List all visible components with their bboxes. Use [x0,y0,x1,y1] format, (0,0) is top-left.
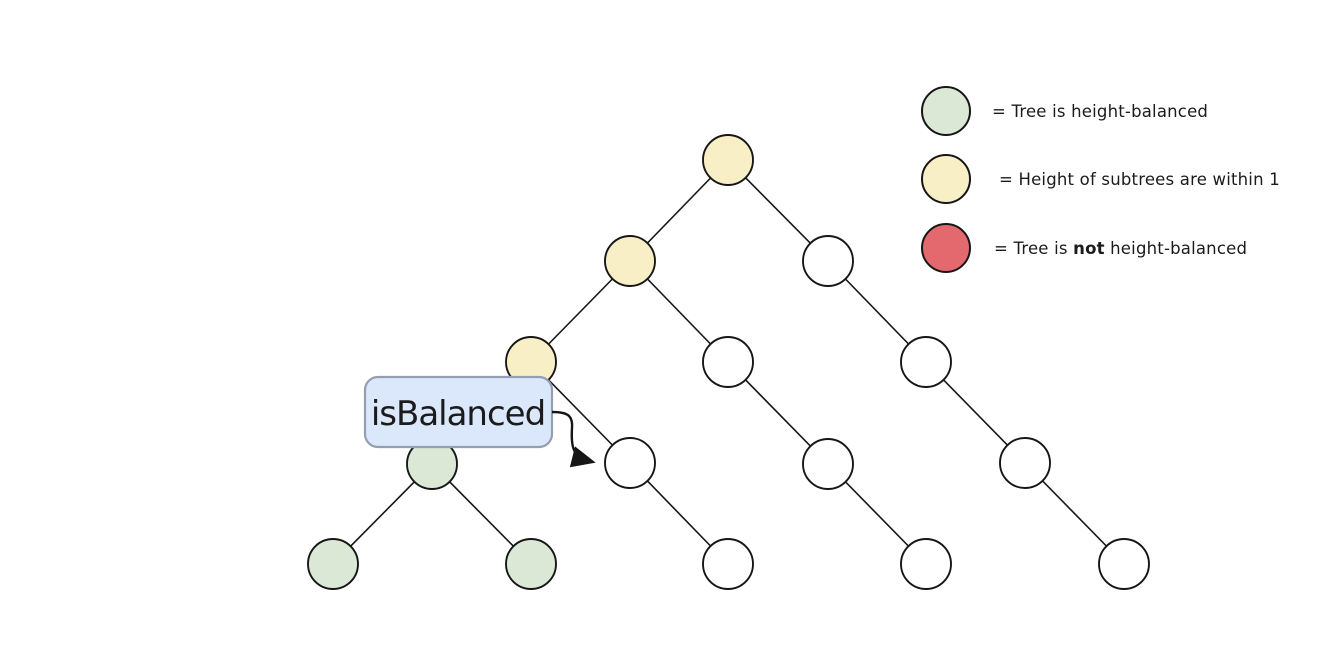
tree-node-unvisited [604,437,656,489]
tree-node-unvisited [999,437,1051,489]
tree-nodes [307,134,1150,590]
isbalanced-callout: isBalanced [363,375,596,468]
tree-node-almost [702,134,754,186]
tree-node-unvisited [702,538,754,590]
tree-node-unvisited [802,235,854,287]
tree-node-unvisited [900,336,952,388]
tree-node-almost [604,235,656,287]
isbalanced-callout-label: isBalanced [371,394,545,434]
tree-node-balanced [307,538,359,590]
tree-node-unvisited [702,336,754,388]
tree-node-balanced [505,538,557,590]
callout-arrow [551,410,596,468]
tree-node-unvisited [900,538,952,590]
tree-node-unvisited [1098,538,1150,590]
tree-node-unvisited [802,438,854,490]
